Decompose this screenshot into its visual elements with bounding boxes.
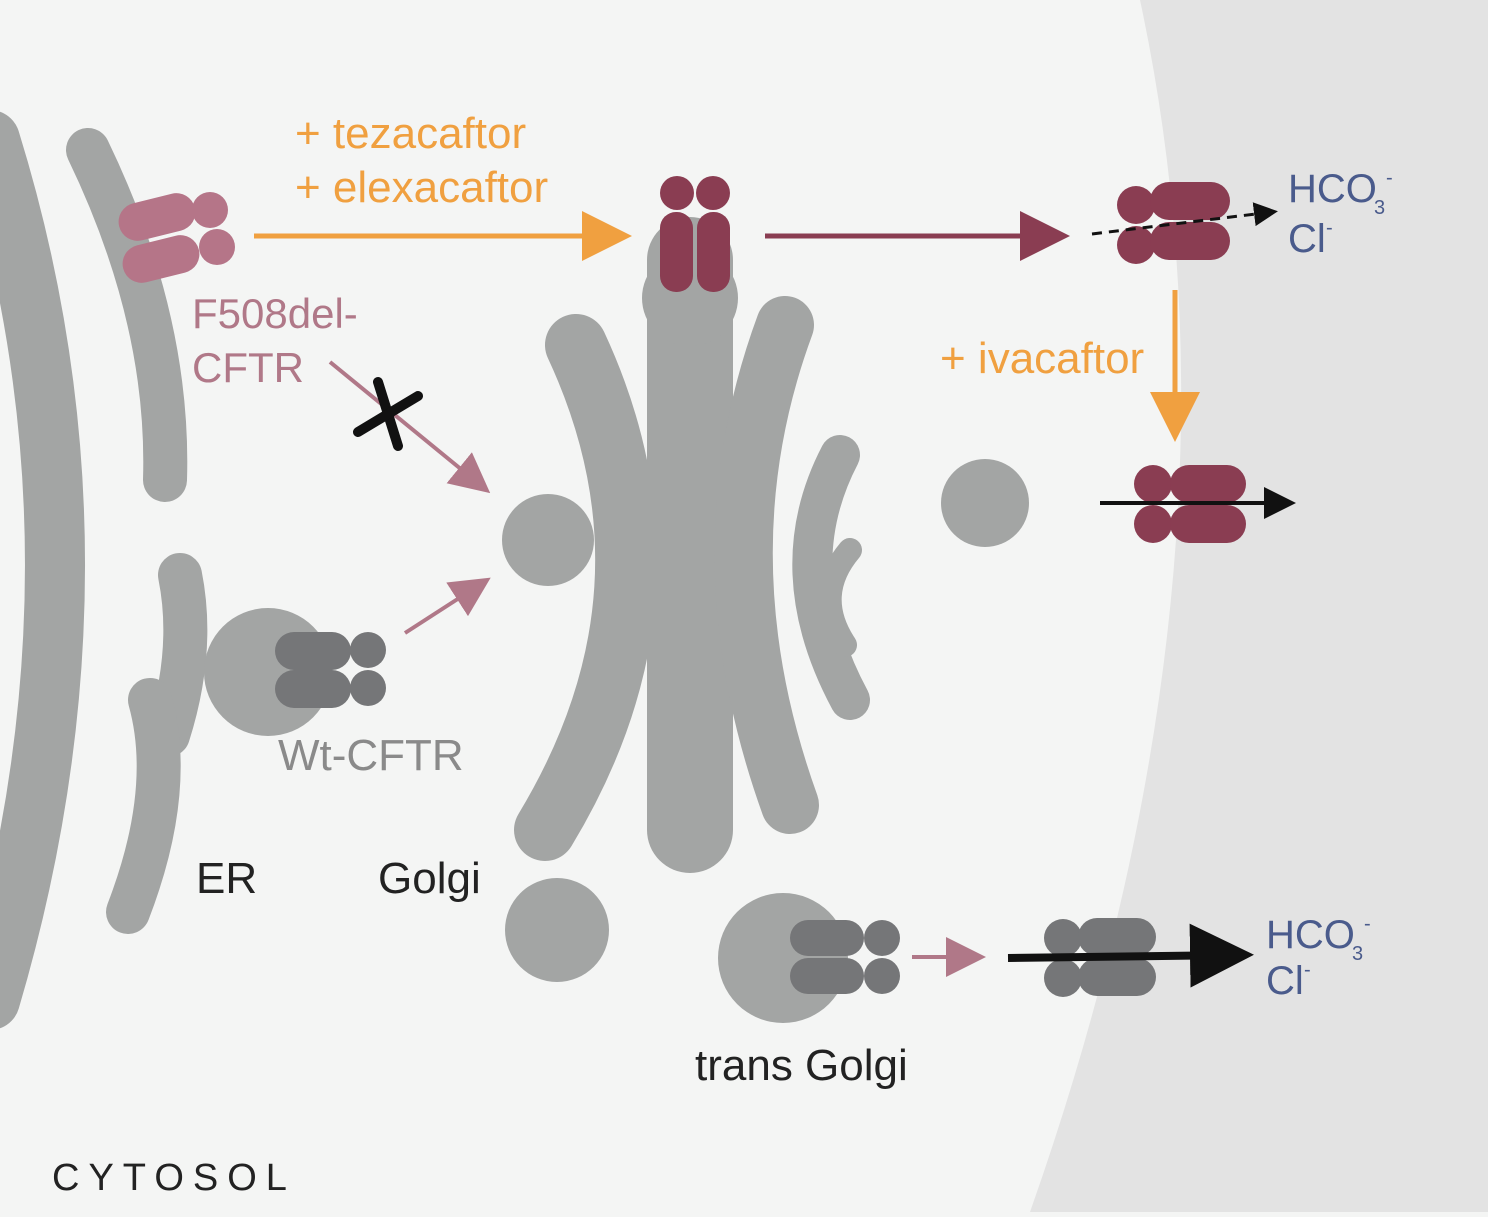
wt-trafficking-arrow <box>403 577 491 635</box>
er-cisternae <box>66 128 208 934</box>
label-cytosol: CYTOSOL <box>52 1157 296 1199</box>
wt-cftr-membrane <box>1044 918 1156 997</box>
reduced-ion-flow-arrow <box>1091 202 1278 236</box>
label-golgi: Golgi <box>378 854 481 903</box>
golgi-cis-vesicle <box>502 494 594 586</box>
extracellular-region <box>1030 0 1488 1212</box>
ion-hco3-charge: - <box>1386 167 1393 189</box>
f508del-cftr-membrane <box>1117 182 1230 264</box>
wt-cftr-er <box>275 632 386 708</box>
ion-cl-charge: - <box>1304 959 1311 981</box>
f508del-cftr-potentiated <box>1134 465 1246 543</box>
label-f508del-line2: CFTR <box>192 344 304 391</box>
label-elexacaftor: + elexacaftor <box>295 163 548 212</box>
label-ivacaftor: + ivacaftor <box>940 334 1144 383</box>
ion-cl-charge: - <box>1326 217 1333 239</box>
label-wt-cftr: Wt-CFTR <box>278 731 464 780</box>
ion-hco3-subscript: 3 <box>1374 197 1385 219</box>
ions-bottom: HCO 3 - Cl - <box>1266 913 1371 1003</box>
blocked-x-icon <box>353 377 423 451</box>
wt-cftr-trans-golgi <box>790 920 900 994</box>
ion-hco3-subscript: 3 <box>1352 943 1363 965</box>
golgi-vesicle-bottom <box>505 878 609 982</box>
f508del-cftr-misfolded <box>118 192 235 283</box>
secretory-vesicle <box>941 459 1029 547</box>
ions-top: HCO 3 - Cl - <box>1288 167 1393 261</box>
label-tezacaftor: + tezacaftor <box>295 109 526 158</box>
ion-hco3: HCO <box>1288 167 1377 211</box>
label-trans-golgi: trans Golgi <box>695 1041 908 1090</box>
ion-cl: Cl <box>1288 217 1326 261</box>
golgi-stack <box>514 217 870 873</box>
ion-cl: Cl <box>1266 959 1304 1003</box>
ion-hco3: HCO <box>1266 913 1355 957</box>
nucleus-envelope <box>0 111 85 1029</box>
blocked-trafficking-arrow <box>328 360 491 494</box>
label-f508del-line1: F508del- <box>192 290 358 337</box>
f508del-cftr-corrected <box>660 176 730 292</box>
wt-ion-flow-arrow <box>1007 923 1254 988</box>
label-er: ER <box>196 854 257 903</box>
ion-hco3-charge: - <box>1364 913 1371 935</box>
